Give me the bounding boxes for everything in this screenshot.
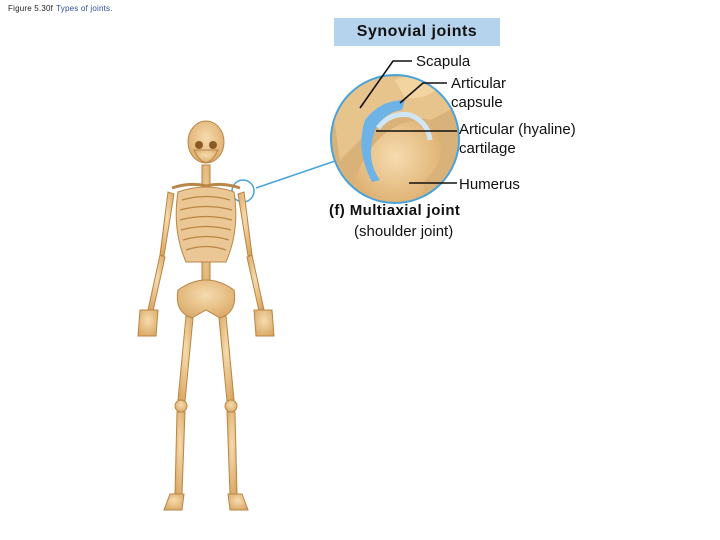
figure-number: Figure 5.30f xyxy=(8,4,54,13)
shoulder-joint-closeup xyxy=(330,74,460,204)
callout-line xyxy=(255,159,339,189)
label-articular-cartilage: Articular (hyaline) cartilage xyxy=(459,120,576,158)
joint-type-subtitle: (shoulder joint) xyxy=(354,223,454,240)
joint-type-title: (f) Multiaxial joint xyxy=(329,202,461,219)
label-scapula: Scapula xyxy=(416,53,471,70)
label-line: Articular (hyaline) xyxy=(459,121,576,138)
label-articular-capsule: Articular capsule xyxy=(451,74,506,112)
label-line: Articular xyxy=(451,75,507,92)
label-line: capsule xyxy=(451,94,503,111)
articular-capsule xyxy=(361,100,405,182)
diagram-title: Synovial joints xyxy=(334,18,500,46)
label-line: cartilage xyxy=(459,140,516,157)
label-humerus: Humerus xyxy=(459,176,520,193)
leader-lines xyxy=(359,60,457,184)
figure-description: Types of joints. xyxy=(56,4,113,13)
closeup-frame xyxy=(330,74,460,204)
humerus-head xyxy=(350,121,441,203)
skeleton xyxy=(137,120,275,511)
